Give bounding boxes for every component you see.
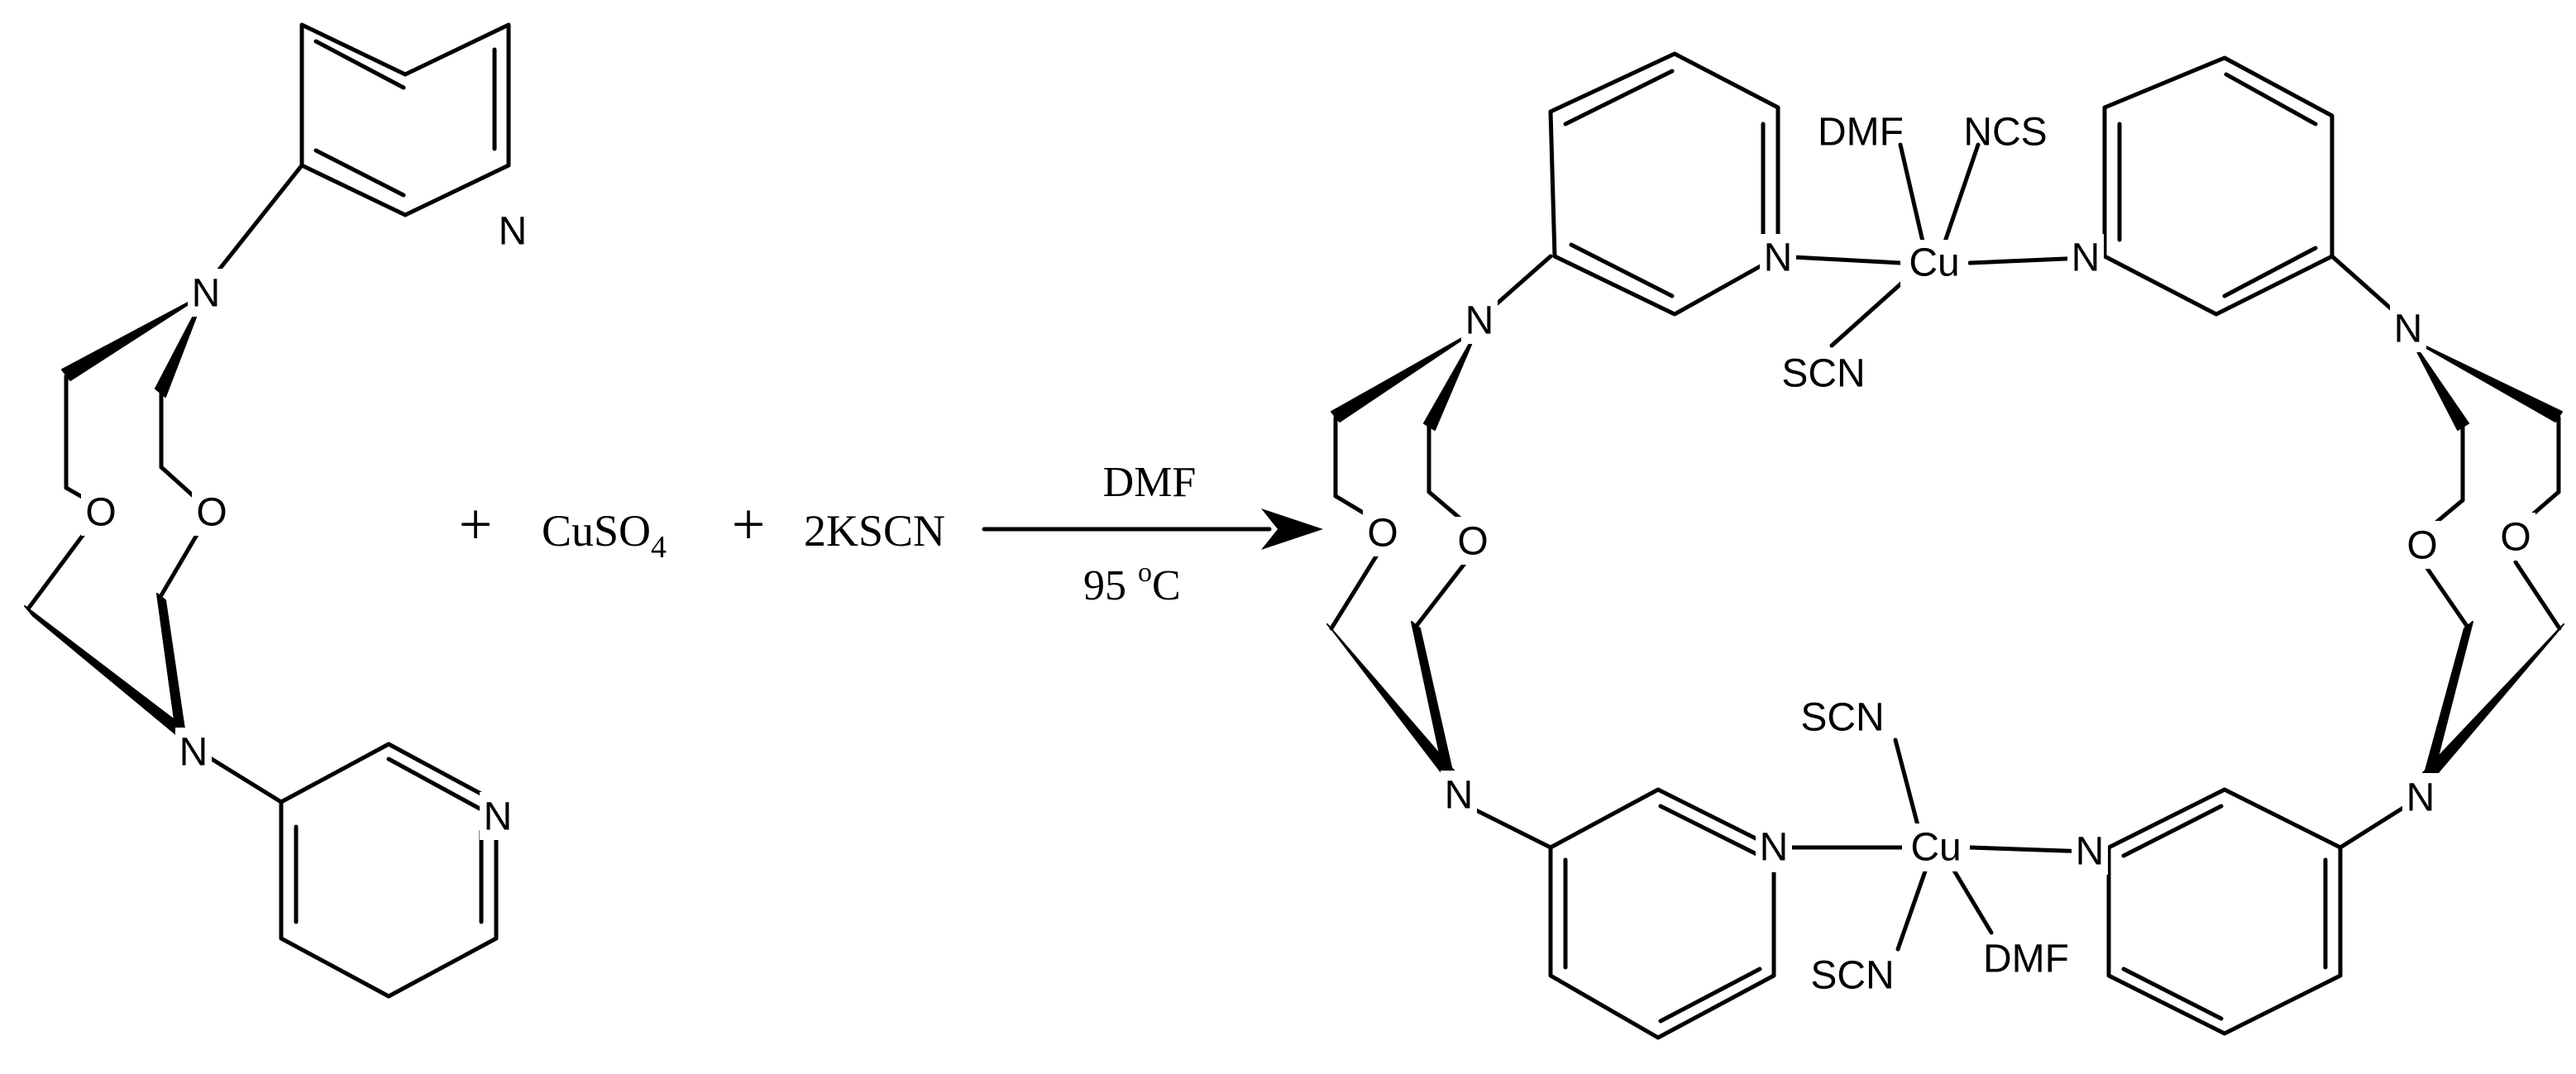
product-pyridine-nitrogen: N (1764, 236, 1793, 280)
plus-sign: + (732, 491, 766, 557)
product-amine-nitrogen: N (2394, 308, 2423, 351)
reactant-oxygen: O (196, 491, 227, 535)
product-wedge-bond (2418, 623, 2564, 786)
ligand-dmf-upper: DMF (1818, 111, 1904, 155)
copper-atom-upper: Cu (1909, 241, 1959, 285)
copper-atom-lower: Cu (1910, 826, 1961, 870)
ligand-ncs-upper: NCS (1963, 111, 2047, 155)
product-pyridine-nitrogen: N (2076, 830, 2105, 874)
reactant-amine-nitrogen: N (192, 272, 221, 316)
reactant-pyridine-nitrogen: N (484, 795, 513, 839)
product-complex: N N N N N N N N O O O O Cu Cu DMF NCS SC… (1326, 51, 2564, 1040)
reactant-oxygen: O (85, 491, 116, 535)
plus-sign: + (459, 491, 493, 557)
product-amine-nitrogen: N (1445, 774, 1474, 818)
product-left-bicyclic-cage (1326, 328, 1479, 790)
product-wedge-bond (1326, 623, 1460, 786)
product-amine-nitrogen: N (1465, 299, 1494, 343)
product-oxygen: O (2406, 524, 2437, 568)
copper-center-upper-bonds (1775, 142, 2086, 348)
ligand-scn-lower-top: SCN (1800, 696, 1884, 740)
product-pyridine-bottom-right (2106, 787, 2343, 1036)
product-wedge-bond (1411, 621, 1456, 790)
product-pyridine-bottom-left (1548, 787, 1776, 1040)
product-oxygen: O (2500, 516, 2531, 560)
product-pyridine-nitrogen: N (2072, 236, 2100, 280)
ligand-scn-upper: SCN (1781, 352, 1865, 396)
reagent-cuso4: CuSO4 (542, 506, 667, 565)
product-pyridine-top-right (2102, 55, 2335, 317)
ligand-scn-lower-bottom: SCN (1810, 954, 1894, 998)
reagent-kscn: 2KSCN (804, 506, 945, 556)
copper-center-lower-bonds (1771, 737, 2091, 952)
reactant-pyridine-nitrogen: N (499, 210, 528, 254)
reagents: + CuSO4 + 2KSCN (459, 491, 945, 565)
product-pyridine-top-left (1548, 51, 1780, 317)
reaction-solvent-label: DMF (1103, 459, 1197, 506)
product-oxygen: O (1367, 512, 1398, 556)
product-wedge-bond (2421, 621, 2473, 790)
reactant-pyridine-upper (299, 22, 511, 217)
product-pyridine-nitrogen: N (1760, 826, 1789, 870)
reactant-amine-nitrogen: N (179, 731, 208, 775)
product-oxygen: O (1457, 520, 1488, 564)
reactant-wedge-bond (24, 605, 185, 737)
reactant-pyridine-lower (279, 742, 499, 999)
reactant-ligand: N N O O N N (24, 22, 531, 999)
ligand-dmf-lower: DMF (1983, 938, 2069, 981)
product-amine-nitrogen: N (2406, 776, 2435, 820)
